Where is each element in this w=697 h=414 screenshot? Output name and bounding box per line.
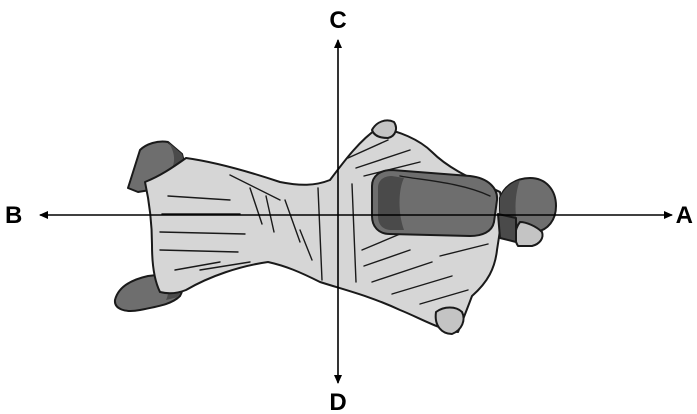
label-b: B bbox=[5, 202, 22, 229]
neck-strap bbox=[498, 214, 516, 242]
label-d: D bbox=[329, 389, 346, 414]
label-a: A bbox=[676, 202, 693, 229]
label-c: C bbox=[329, 7, 346, 34]
wingsuit-flyer bbox=[115, 120, 556, 334]
lower-hand bbox=[436, 308, 464, 335]
upper-shoulder bbox=[372, 120, 396, 138]
